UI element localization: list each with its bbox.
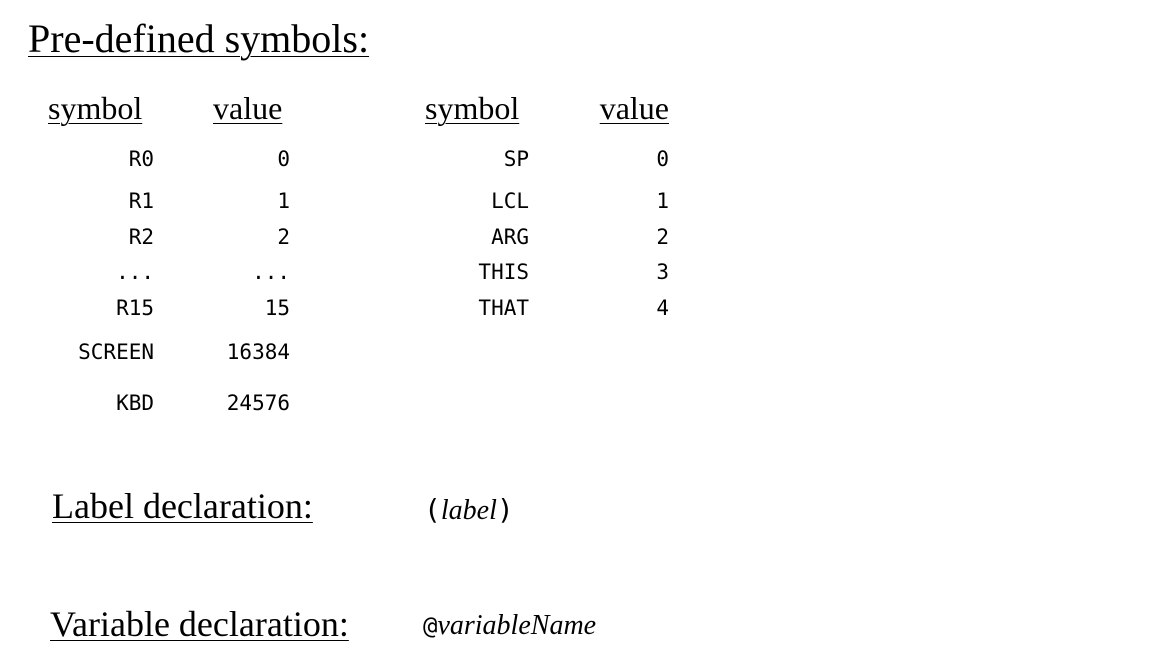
table1-value-cell: 2 (277, 225, 290, 249)
table2-symbol-cell: THAT (478, 296, 529, 320)
table2-value-cell: 0 (656, 147, 669, 171)
table1-header-symbol: symbol (48, 90, 143, 126)
table1-symbol-cell: R0 (128, 147, 154, 171)
table1-value-cell: 24576 (226, 391, 290, 415)
table2-symbol-cell: SP (503, 147, 529, 171)
page-title: Pre-defined symbols: (28, 16, 370, 61)
variable-declaration-syntax: @variableName (423, 609, 596, 643)
table2-header-value: value (599, 90, 669, 126)
table1-symbol-cell: R2 (128, 225, 154, 249)
label-placeholder: label (440, 495, 497, 526)
variable-declaration-heading: Variable declaration: (50, 604, 349, 644)
table1-symbol-cell: R1 (128, 189, 154, 213)
label-declaration-syntax: (label) (424, 493, 514, 528)
open-paren: ( (424, 493, 441, 526)
table2-value-cell: 4 (656, 296, 669, 320)
table1-header-value: value (213, 90, 283, 126)
table1-value-cell: 1 (277, 189, 290, 213)
table1-value-cell: ... (252, 260, 290, 284)
at-sign: @ (423, 612, 438, 640)
table1-symbol-cell: SCREEN (78, 340, 154, 364)
table2-symbol-cell: ARG (491, 225, 529, 249)
table2-symbol-cell: THIS (478, 260, 529, 284)
table2-value-cell: 2 (656, 225, 669, 249)
table2-value-cell: 3 (656, 260, 669, 284)
table2-value-cell: 1 (656, 189, 669, 213)
table2-symbol-cell: LCL (491, 189, 529, 213)
table1-symbol-cell: KBD (116, 391, 154, 415)
table2-header-symbol: symbol (425, 90, 520, 126)
table1-value-cell: 0 (277, 147, 290, 171)
table1-value-cell: 16384 (226, 340, 290, 364)
table1-value-cell: 15 (264, 296, 290, 320)
table1-symbol-cell: R15 (116, 296, 154, 320)
table1-symbol-cell: ... (116, 260, 154, 284)
variable-name-placeholder: variableName (437, 610, 597, 641)
close-paren: ) (496, 493, 514, 526)
label-declaration-heading: Label declaration: (52, 486, 313, 526)
